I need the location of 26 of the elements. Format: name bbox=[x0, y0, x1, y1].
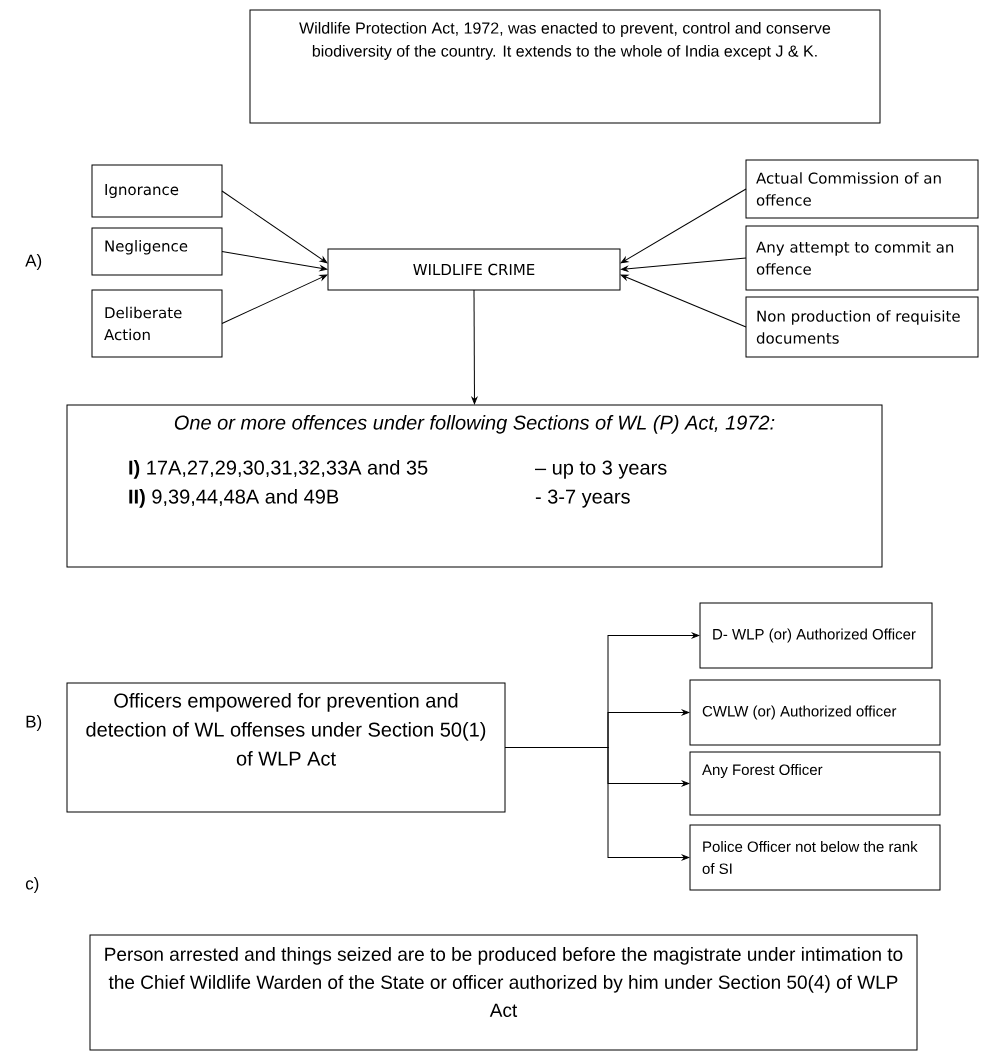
text-box: D- WLP (or) Authorized Officer bbox=[699, 602, 933, 669]
text-box: Ignorance bbox=[91, 164, 223, 218]
text-box: Wildlife Protection Act, 1972, was enacted to prevent, control and conserve biodiversity of the country. It extends to the whole of India except J & K. bbox=[249, 9, 881, 124]
text-box: Actual Commission of an offence bbox=[745, 159, 979, 219]
arrow bbox=[504, 747, 690, 861]
text-box: Negligence bbox=[91, 227, 223, 276]
text-box: Person arrested and things seized are to be produced before the magistrate under intimation to the Chief Wildlife Warden of the State or officer authorized by him under Section 50(4) of WLP Act bbox=[89, 934, 918, 1051]
arrow bbox=[221, 190, 328, 264]
text-box: Deliberate Action bbox=[91, 289, 223, 358]
text-box: One or more offences under following Sections of WL (P) Act, 1972: I) 17A,27,29,30,31,32,33A and 35 – up to 3 years II) 9,39,44,48A and 49B - 3-7 years bbox=[66, 404, 883, 568]
section-letter: c) bbox=[25, 877, 39, 893]
text-box: Police Officer not below the rank of SI bbox=[689, 824, 941, 891]
arrow bbox=[221, 274, 328, 324]
section-letter: B) bbox=[26, 715, 42, 731]
arrow bbox=[471, 289, 478, 405]
arrow bbox=[620, 188, 747, 264]
text-box: Non production of requisite documents bbox=[745, 296, 979, 358]
text-box: Any Forest Officer bbox=[689, 751, 941, 816]
text-box: Any attempt to commit an offence bbox=[745, 225, 979, 291]
arrow bbox=[620, 274, 747, 328]
arrow bbox=[221, 251, 328, 272]
text-box: CWLW (or) Authorized officer bbox=[689, 679, 941, 746]
text-box: Officers empowered for prevention and detection of WL offenses under Section 50(1) of WLP Act bbox=[66, 682, 506, 813]
arrow bbox=[620, 257, 747, 272]
text-box: WILDLIFE CRIME bbox=[327, 248, 621, 291]
section-letter: A) bbox=[25, 254, 42, 270]
